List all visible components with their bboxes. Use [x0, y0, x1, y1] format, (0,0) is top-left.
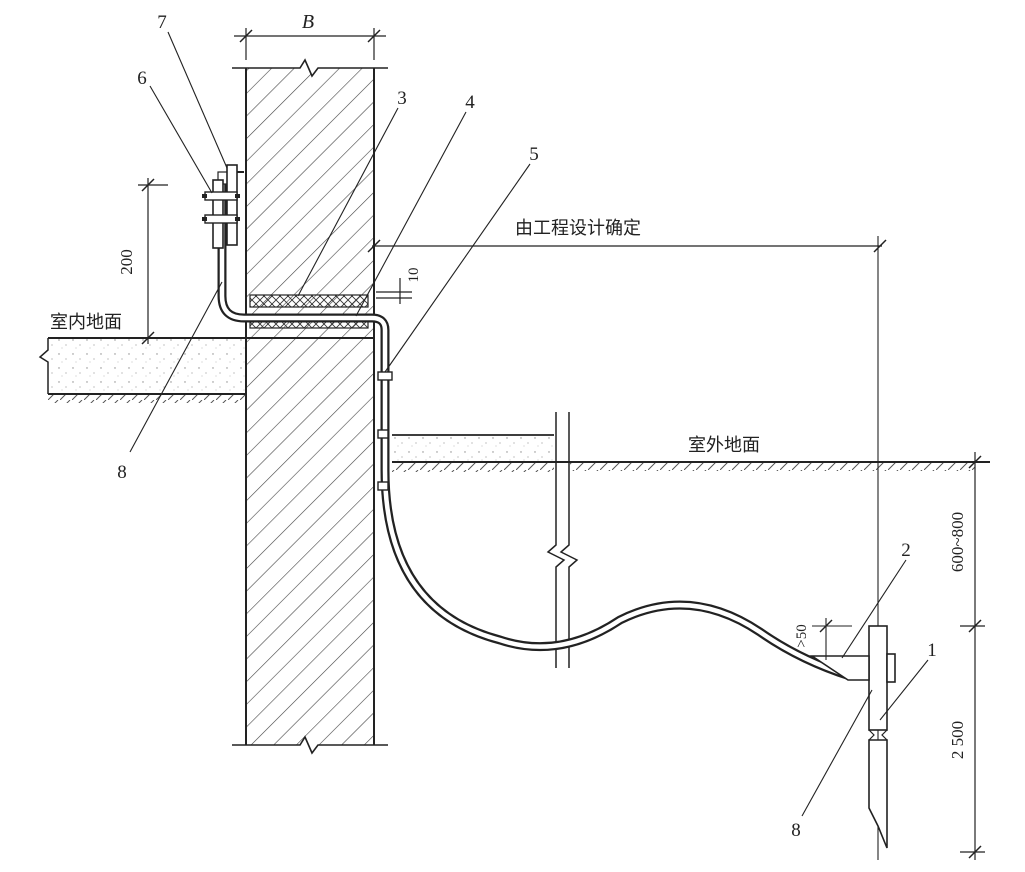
pipe-clip-2 — [377, 429, 389, 439]
callouts: 7 6 3 4 5 8 2 1 8 — [117, 12, 937, 841]
height-200-label: 200 — [117, 249, 136, 275]
callout-7: 7 — [157, 12, 167, 33]
callout-8-right: 8 — [791, 820, 801, 841]
gap-10-label: 10 — [406, 268, 422, 283]
weld-connector — [809, 653, 896, 683]
depth-600-800-label: 600~800 — [948, 512, 967, 572]
overlap-50-label: >50 — [794, 624, 810, 647]
design-note-label: 由工程设计确定 — [515, 218, 641, 239]
callout-2: 2 — [901, 540, 911, 561]
ground-rod — [868, 625, 888, 849]
wall-width-dimension: B — [234, 11, 386, 60]
pipe-clip-3 — [377, 481, 389, 491]
grounding-conductor — [217, 175, 855, 681]
callout-4: 4 — [465, 92, 475, 113]
pipe-clip-1 — [377, 371, 393, 381]
callout-5: 5 — [529, 144, 539, 165]
wall — [232, 58, 388, 755]
height-200-dimension: 200 — [117, 178, 168, 345]
outdoor-ground: 室外地面 — [392, 412, 990, 668]
wall-width-label: B — [302, 11, 314, 33]
indoor-floor-label: 室内地面 — [50, 312, 122, 333]
callout-1: 1 — [927, 640, 937, 661]
indoor-floor-slab: 室内地面 — [38, 312, 374, 403]
callout-6: 6 — [137, 68, 147, 89]
design-distance-dimension: 由工程设计确定 — [367, 218, 887, 860]
bolt-icon — [202, 214, 240, 224]
outdoor-ground-label: 室外地面 — [688, 435, 760, 456]
bolt-icon — [202, 191, 240, 201]
rod-2500-label: 2 500 — [948, 721, 967, 759]
overlap-50-dimension: >50 — [794, 618, 852, 660]
test-clamp-assembly — [202, 164, 244, 249]
gap-10-dimension: 10 — [376, 268, 422, 304]
callout-8-left: 8 — [117, 462, 127, 483]
depth-dimensions: 600~800 2 500 — [948, 452, 985, 860]
callout-3: 3 — [397, 88, 407, 109]
